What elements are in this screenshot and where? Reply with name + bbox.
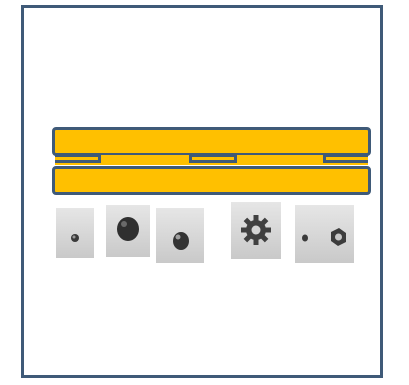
star-washer-photo: [231, 202, 281, 259]
hex-nut-icon: [295, 205, 354, 263]
star-washer-icon: [231, 202, 281, 259]
rivet-head-photo: [106, 205, 150, 257]
rail-slot-left: [55, 154, 101, 163]
small-screw-photo: [56, 208, 94, 258]
dome-bolt-icon: [156, 208, 204, 263]
rivet-head-icon: [106, 205, 150, 257]
rail-slot-middle: [189, 154, 237, 163]
bottom-rail: [52, 166, 371, 195]
dome-bolt-photo: [156, 208, 204, 263]
screw-and-nut-photo: [295, 205, 354, 263]
top-rail: [52, 127, 371, 156]
rail-slot-right: [323, 154, 368, 163]
small-screw-icon: [56, 208, 94, 258]
